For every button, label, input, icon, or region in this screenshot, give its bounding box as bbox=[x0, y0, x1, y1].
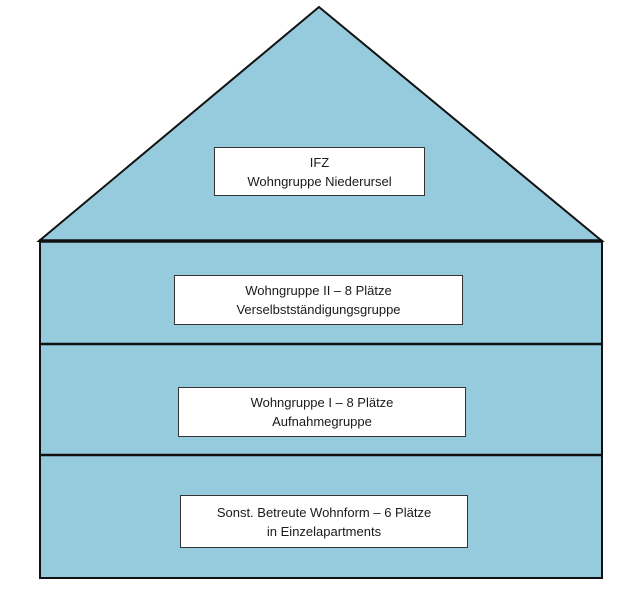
roof-label-line2: Wohngruppe Niederursel bbox=[247, 173, 392, 189]
floor-label-line2: Aufnahmegruppe bbox=[272, 414, 372, 429]
roof-triangle bbox=[36, 5, 605, 242]
floor-label-box-upper: Wohngruppe II – 8 Plätze Verselbstständi… bbox=[174, 275, 463, 325]
floor-label-box-lower: Sonst. Betreute Wohnform – 6 Plätze in E… bbox=[180, 495, 468, 548]
floor-label-line2: Verselbstständigungsgruppe bbox=[236, 302, 401, 317]
floor-label-line1: Wohngruppe I – 8 Plätze bbox=[250, 395, 394, 410]
floor-label-line1: Sonst. Betreute Wohnform – 6 Plätze bbox=[216, 504, 432, 520]
floor-label-line2: in Einzelapartments bbox=[266, 523, 382, 539]
floor-label-line1: Wohngruppe II – 8 Plätze bbox=[245, 283, 392, 298]
roof-label-box: IFZ Wohngruppe Niederursel bbox=[214, 147, 425, 196]
roof-label-line1: IFZ bbox=[309, 154, 330, 170]
floor-label-box-middle: Wohngruppe I – 8 Plätze Aufnahmegruppe bbox=[178, 387, 466, 437]
